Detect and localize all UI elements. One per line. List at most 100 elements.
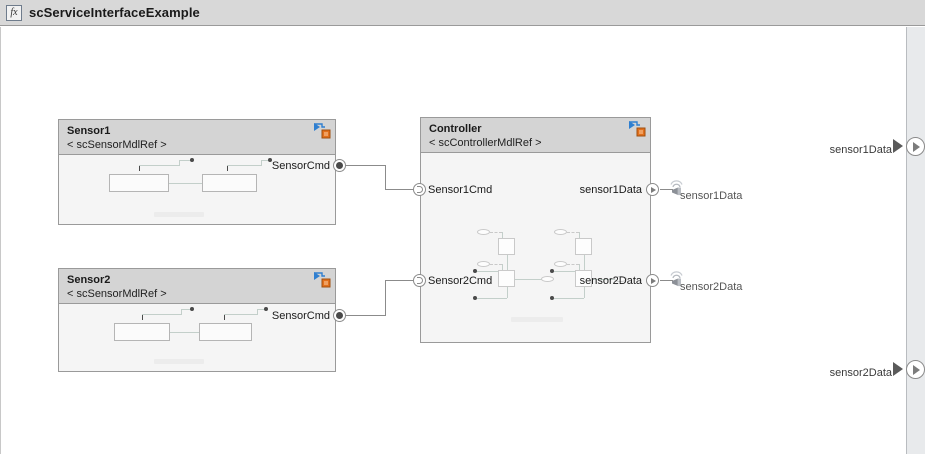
- thumb-ellipse: [554, 261, 567, 267]
- thumb-dot: [550, 296, 554, 300]
- thumb-line: [227, 165, 261, 166]
- window-title: scServiceInterfaceExample: [29, 5, 200, 20]
- thumb-bar: [154, 359, 204, 364]
- thumb-dash: [567, 232, 579, 233]
- model-reference-badge-icon: [628, 121, 646, 138]
- thumb-dot: [264, 307, 268, 311]
- block-sensor2-header: Sensor2 < scSensorMdlRef >: [59, 269, 335, 304]
- port-controller-sensor1data[interactable]: [646, 183, 659, 196]
- thumb-line: [552, 298, 584, 299]
- port-label-controller-sensor1data: sensor1Data: [579, 184, 642, 196]
- broadcast-icon[interactable]: [668, 270, 686, 287]
- thumb-tick: [224, 315, 225, 320]
- thumb-line: [475, 298, 507, 299]
- block-sensor1-thumbnail: [59, 155, 335, 224]
- thumb-dash: [567, 264, 579, 265]
- thumb-line: [142, 314, 181, 315]
- thumb-rect: [109, 174, 169, 192]
- model-canvas[interactable]: Sensor1 < scSensorMdlRef >: [0, 27, 925, 454]
- thumb-square: [575, 270, 592, 287]
- port-label-controller-sensor1cmd: Sensor1Cmd: [428, 184, 493, 196]
- port-controller-sensor1cmd[interactable]: [413, 183, 426, 196]
- thumb-line: [139, 165, 179, 166]
- thumb-ellipse: [614, 276, 627, 282]
- thumb-line: [179, 160, 180, 166]
- thumb-line: [515, 279, 543, 280]
- thumb-tick: [139, 166, 140, 171]
- wire-sensor2-seg2: [385, 280, 386, 316]
- thumb-dot: [550, 269, 554, 273]
- block-sensor2-name: Sensor2: [67, 274, 111, 286]
- thumb-line: [181, 309, 182, 315]
- port-label-controller-sensor2cmd: Sensor2Cmd: [428, 275, 493, 287]
- canvas-outport-label-sensor1data: sensor1Data: [829, 144, 892, 156]
- thumb-dot: [190, 158, 194, 162]
- thumb-rect: [202, 174, 257, 192]
- thumb-ellipse: [477, 229, 490, 235]
- port-controller-sensor2data[interactable]: [646, 274, 659, 287]
- wire-sensor2data-out: [660, 280, 673, 281]
- wire-sensor2-seg1: [345, 315, 385, 316]
- thumb-line: [261, 160, 262, 166]
- port-label-controller-sensor2data: sensor2Data: [579, 275, 642, 287]
- wire-sensor1-seg3: [385, 189, 413, 190]
- block-sensor2-thumbnail: [59, 304, 335, 371]
- thumb-dot: [190, 307, 194, 311]
- thumb-dot: [473, 269, 477, 273]
- block-sensor1-name: Sensor1: [67, 125, 111, 137]
- service-interface-label-sensor1data: sensor1Data: [680, 190, 743, 202]
- block-sensor2[interactable]: Sensor2 < scSensorMdlRef >: [58, 268, 336, 372]
- canvas-right-gutter: [906, 27, 925, 454]
- block-controller-thumbnail: [421, 153, 650, 342]
- thumb-dash: [490, 232, 502, 233]
- thumb-square: [575, 238, 592, 255]
- block-sensor1[interactable]: Sensor1 < scSensorMdlRef >: [58, 119, 336, 225]
- thumb-line: [179, 160, 192, 161]
- thumb-line: [169, 183, 202, 184]
- port-sensor1-sensorcmd[interactable]: [333, 159, 346, 172]
- port-dot: [336, 162, 343, 169]
- thumb-bar: [511, 317, 563, 322]
- thumb-ellipse: [541, 276, 554, 282]
- canvas-outport-arrow: [893, 362, 903, 376]
- thumb-line: [592, 279, 616, 280]
- model-reference-badge-icon: [313, 272, 331, 289]
- canvas-outport-arrow: [893, 139, 903, 153]
- block-controller-name: Controller: [429, 123, 482, 135]
- broadcast-icon[interactable]: [668, 179, 686, 196]
- thumb-line: [257, 309, 266, 310]
- model-reference-badge-icon: [313, 123, 331, 140]
- canvas-outport-label-sensor2data: sensor2Data: [829, 367, 892, 379]
- canvas-outport-sensor2data[interactable]: [906, 360, 925, 379]
- wire-sensor2-seg3: [385, 280, 413, 281]
- block-sensor2-reference: < scSensorMdlRef >: [67, 288, 167, 300]
- thumb-dash: [490, 264, 502, 265]
- fx-icon-glyph: fx: [10, 6, 18, 18]
- block-sensor1-header: Sensor1 < scSensorMdlRef >: [59, 120, 335, 155]
- port-label-sensor1-sensorcmd: SensorCmd: [271, 160, 330, 172]
- canvas-left-edge: [0, 27, 1, 454]
- port-dot: [336, 312, 343, 319]
- thumb-tick: [227, 166, 228, 171]
- window-titlebar: fx scServiceInterfaceExample: [0, 0, 925, 26]
- fx-icon: fx: [6, 4, 22, 21]
- port-sensor2-sensorcmd[interactable]: [333, 309, 346, 322]
- wire-sensor1data-out: [660, 189, 673, 190]
- thumb-line: [584, 255, 585, 271]
- canvas-outport-sensor1data[interactable]: [906, 137, 925, 156]
- thumb-rect: [114, 323, 170, 341]
- thumb-line: [507, 255, 508, 271]
- thumb-line: [475, 271, 507, 272]
- thumb-line: [579, 232, 580, 238]
- block-sensor1-reference: < scSensorMdlRef >: [67, 139, 167, 151]
- thumb-tick: [142, 315, 143, 320]
- block-controller[interactable]: Controller < scControllerMdlRef >: [420, 117, 651, 343]
- thumb-line: [502, 264, 503, 270]
- port-controller-sensor2cmd[interactable]: [413, 274, 426, 287]
- thumb-line: [584, 287, 585, 298]
- thumb-bar: [154, 212, 204, 217]
- thumb-line: [579, 264, 580, 270]
- thumb-dot: [268, 158, 272, 162]
- thumb-square: [498, 270, 515, 287]
